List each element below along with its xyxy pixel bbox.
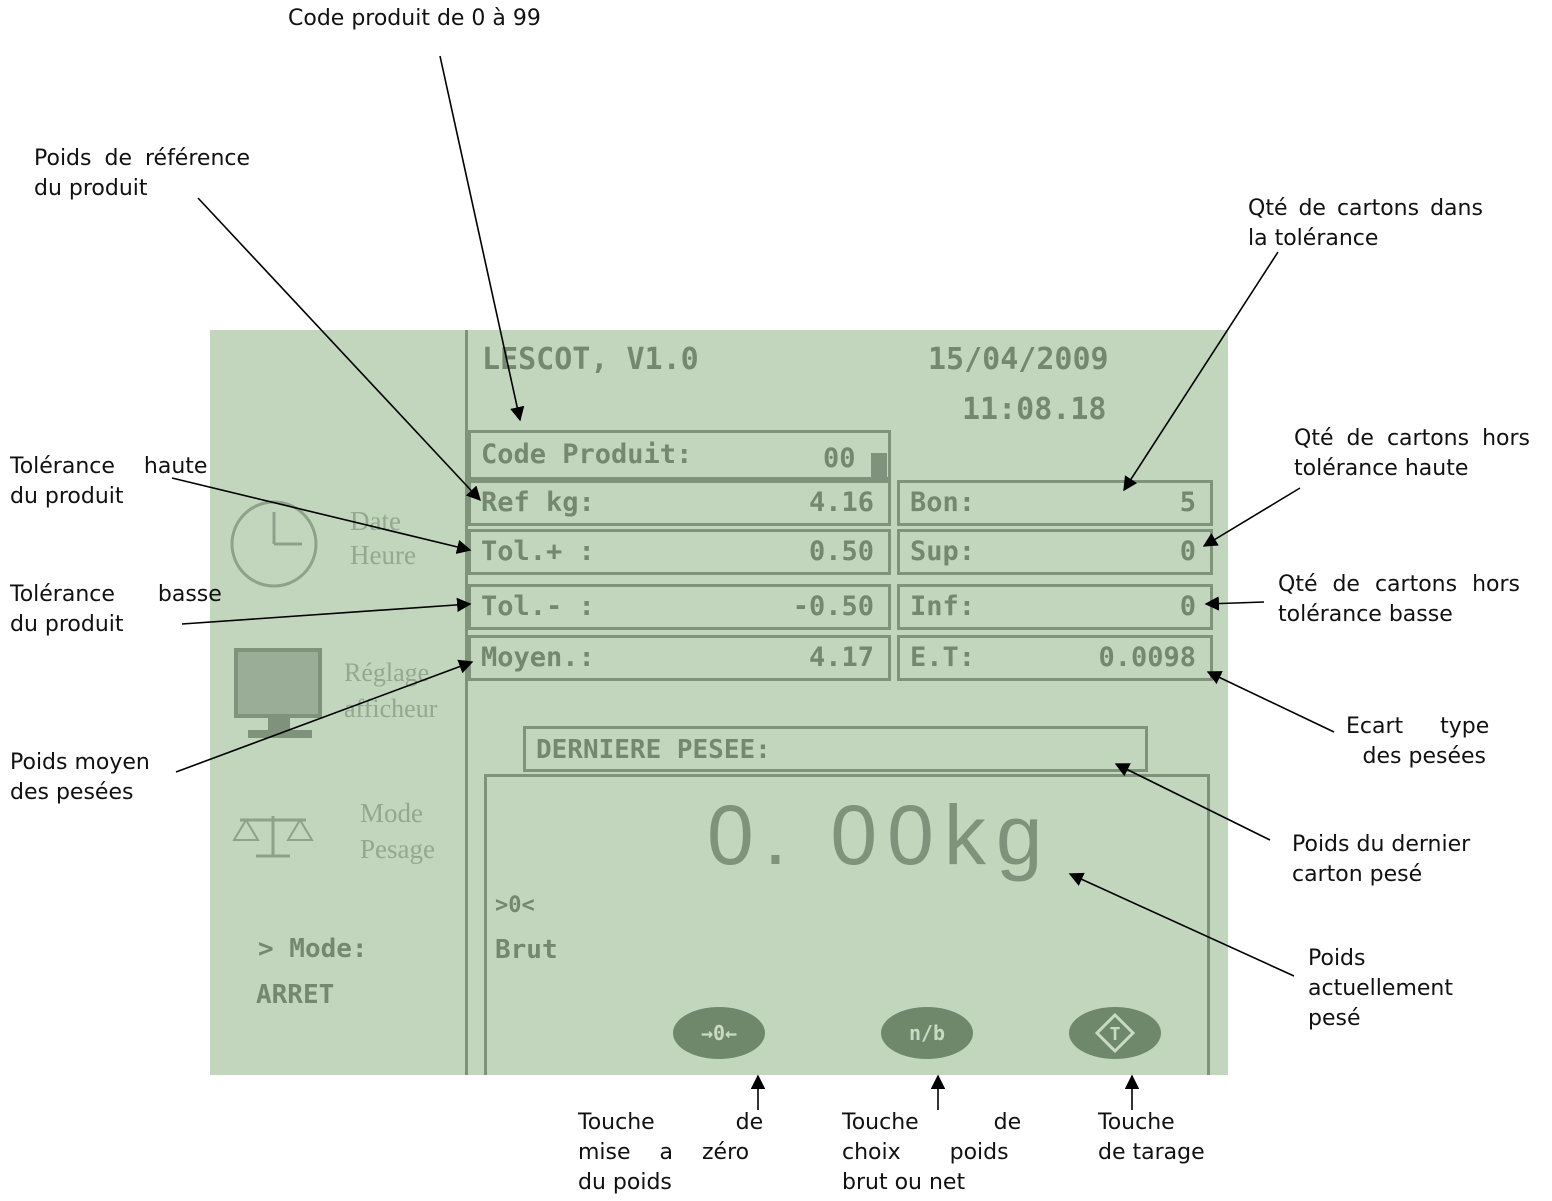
sup-label: Sup: [910,536,976,567]
time-display: 11:08.18 [962,392,1107,427]
sup-row: Sup: 0 [897,529,1213,575]
date-heure-menu[interactable]: Date Heure [226,496,456,596]
inf-value: 0 [1179,591,1196,622]
ann-tol-basse: Tolérance basse du produit [10,582,222,637]
et-value: 0.0098 [1098,642,1196,673]
code-produit-field[interactable]: Code Produit: 00 [468,430,891,481]
svg-text:T: T [1110,1024,1121,1045]
leader-tol-basse [181,597,472,625]
leader-dernier-carton [1114,763,1271,841]
ann-poids-ref: Poids de référence du produit [34,146,251,201]
ref-value: 4.16 [808,487,874,518]
date-display: 15/04/2009 [928,342,1109,377]
et-row: E.T: 0.0098 [897,635,1213,681]
inf-label: Inf: [910,591,976,622]
leader-ecart-type [1206,671,1335,733]
reglage-menu-label: Réglage [344,658,430,687]
moyen-value: 4.17 [808,642,874,673]
zero-key[interactable]: →0← [673,1007,765,1059]
leader-qte-hors-haute [1202,487,1301,547]
mode-label: > Mode: [258,934,368,964]
cursor-block [871,453,887,481]
bon-row: Bon: 5 [897,480,1213,526]
app-title: LESCOT, V1.0 [482,342,699,377]
vertical-divider [465,330,468,1075]
ref-row: Ref kg: 4.16 [468,480,891,526]
tare-key[interactable]: T [1069,1007,1161,1059]
bon-value: 5 [1179,487,1196,518]
code-produit-label: Code Produit: [481,439,693,470]
leader-tol-haute [171,477,472,554]
tol-minus-row: Tol.- : -0.50 [468,584,891,630]
scale-icon [232,816,314,858]
code-produit-value: 00 [823,443,856,474]
ann-poids-actuel: Poids actuellement pesé [1308,946,1453,1031]
ann-dernier-carton: Poids du dernier carton pesé [1292,832,1471,887]
moyen-label: Moyen.: [481,642,595,673]
leader-qte-hors-basse [1204,596,1265,611]
leader-poids-ref [197,197,481,502]
weight-display: 0. 00kg [707,788,1053,882]
weight-mode: Brut [495,935,558,965]
ann-poids-moyen: Poids moyen des pesées [10,750,150,805]
weight-panel: 0. 00kg >0< Brut →0← n/b T [484,774,1210,1075]
pesage-menu-label: Pesage [360,834,435,864]
heure-menu-label: Heure [350,540,416,570]
tol-minus-value: -0.50 [792,591,874,622]
derniere-pesee-box: DERNIERE PESEE: [523,726,1148,772]
net-brut-key[interactable]: n/b [881,1007,973,1059]
tare-diamond-icon: T [1095,1013,1135,1053]
ann-touche-zero: Touche de mise a zéro du poids [578,1110,764,1195]
mode-menu-label: Mode [360,798,423,828]
moyen-row: Moyen.: 4.17 [468,635,891,681]
leader-poids-moyen [175,659,474,773]
leader-qte-tol [1123,251,1279,492]
tol-plus-label: Tol.+ : [481,536,595,567]
mode-value: ARRET [256,980,335,1010]
ann-ecart-type: Ecart type des pesées [1346,714,1490,769]
tol-plus-value: 0.50 [808,536,874,567]
mode-pesage-menu[interactable]: Mode Pesage [232,796,462,886]
tol-minus-label: Tol.- : [481,591,595,622]
leader-poids-actuel [1068,872,1295,977]
sup-value: 0 [1179,536,1196,567]
lcd-screen: LESCOT, V1.0 15/04/2009 11:08.18 Code Pr… [210,330,1228,1075]
ann-tol-haute: Tolérance haute du produit [10,454,208,509]
ann-code-produit: Code produit de 0 à 99 [288,6,541,31]
bon-label: Bon: [910,487,976,518]
leader-code-produit [439,55,525,422]
afficheur-menu-label: afficheur [344,694,438,723]
derniere-pesee-label: DERNIERE PESEE: [536,735,771,765]
ann-qte-hors-basse: Qté de cartons hors tolérance basse [1278,572,1520,627]
inf-row: Inf: 0 [897,584,1213,630]
ref-label: Ref kg: [481,487,595,518]
zero-indicator: >0< [495,893,535,918]
et-label: E.T: [910,642,976,673]
ann-touche-choix: Touche de choix poids brut ou net [842,1110,1022,1195]
ann-qte-hors-haute: Qté de cartons hors tolérance haute [1294,426,1530,481]
ann-qte-tol: Qté de cartons dans la tolérance [1248,196,1483,251]
ann-touche-tarage: Touche de tarage [1098,1110,1205,1165]
